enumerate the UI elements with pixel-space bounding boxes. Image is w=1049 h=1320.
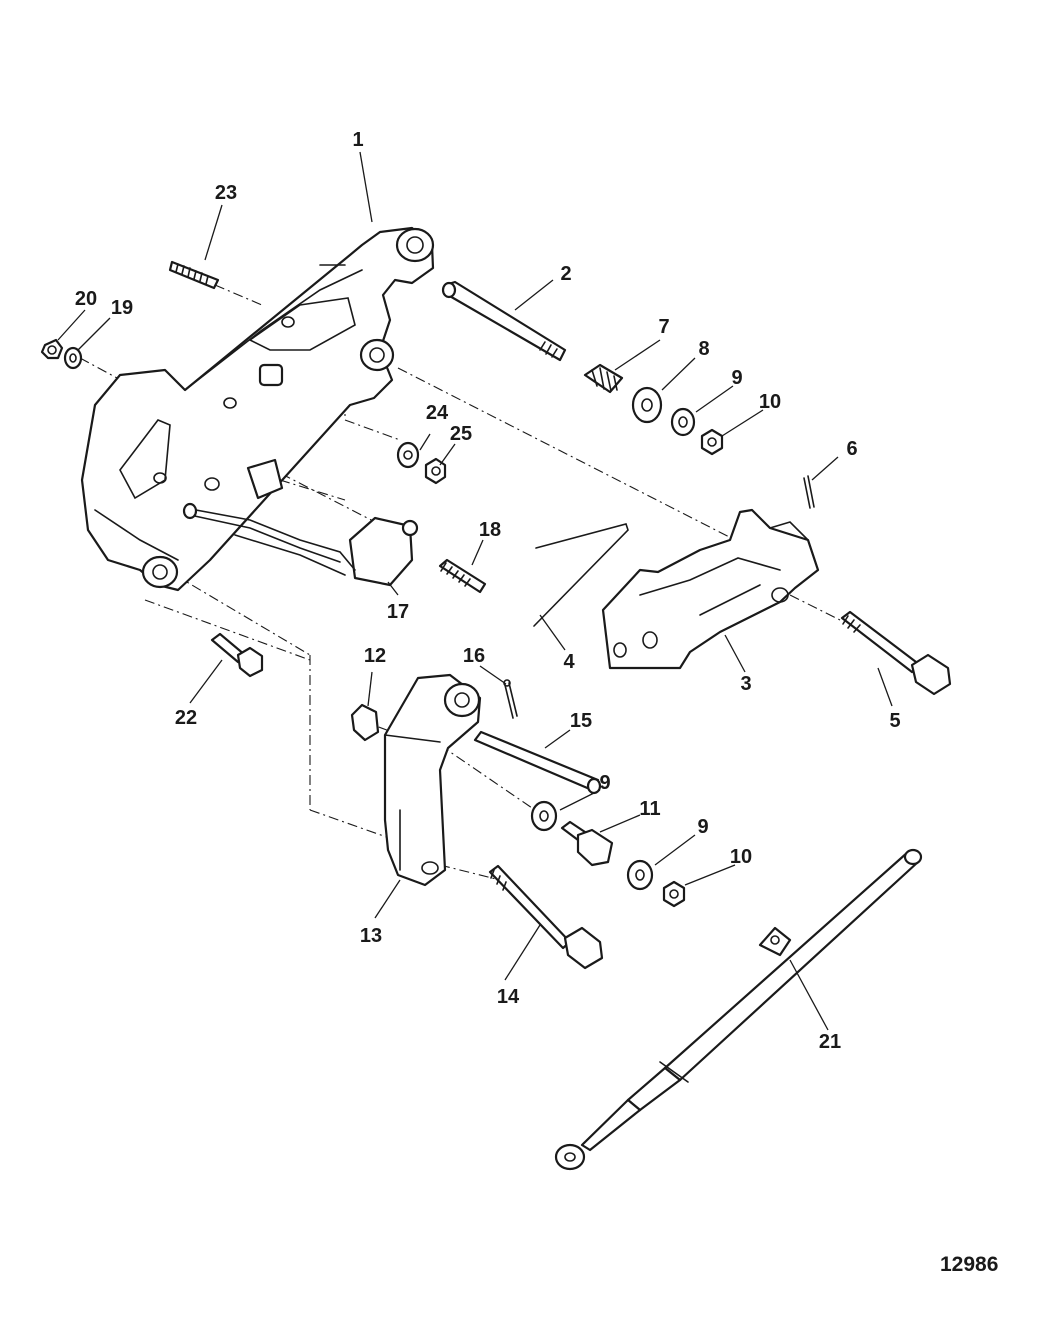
pin-part-16 bbox=[503, 679, 518, 719]
callout-5: 5 bbox=[889, 710, 900, 732]
washer-part-9-upper bbox=[670, 407, 696, 437]
spring-part-7 bbox=[583, 363, 624, 394]
nut-part-10-upper bbox=[700, 428, 724, 456]
switch-part-17 bbox=[182, 502, 419, 587]
callout-10-upper: 10 bbox=[759, 391, 781, 413]
lever-part-3 bbox=[601, 508, 820, 670]
callout-1: 1 bbox=[352, 129, 363, 151]
arm-part-13 bbox=[383, 673, 482, 887]
stud-part-11 bbox=[560, 820, 614, 867]
callout-13: 13 bbox=[360, 925, 382, 947]
bolt-part-14 bbox=[488, 864, 604, 970]
washer-part-8 bbox=[631, 386, 663, 424]
callout-22: 22 bbox=[175, 707, 197, 729]
callout-6: 6 bbox=[846, 438, 857, 460]
nut-part-10-lower bbox=[662, 880, 686, 908]
callout-2: 2 bbox=[560, 263, 571, 285]
callout-9-upper: 9 bbox=[731, 367, 742, 389]
callout-16: 16 bbox=[463, 645, 485, 667]
clip-part-12 bbox=[350, 703, 380, 742]
pin-part-15 bbox=[473, 730, 602, 795]
callout-7: 7 bbox=[658, 316, 669, 338]
washer-part-9-mid bbox=[530, 800, 558, 832]
washer-part-9-lower bbox=[626, 859, 654, 891]
washer-part-19 bbox=[63, 346, 83, 370]
leader-lines bbox=[57, 151, 893, 1031]
callout-24: 24 bbox=[426, 402, 449, 424]
stud-part-23 bbox=[168, 260, 220, 290]
callout-17: 17 bbox=[387, 601, 409, 623]
callout-18: 18 bbox=[479, 519, 501, 541]
callout-19: 19 bbox=[111, 297, 133, 319]
callout-labels: 1 2 3 4 5 6 7 8 9 10 9 11 9 10 12 13 14 … bbox=[75, 129, 901, 1053]
callout-3: 3 bbox=[740, 673, 751, 695]
bolt-part-22 bbox=[210, 632, 264, 678]
callout-4: 4 bbox=[563, 651, 575, 673]
rod-part-21 bbox=[554, 848, 923, 1171]
cotter-pin-part-6 bbox=[803, 475, 815, 509]
bolt-part-5 bbox=[840, 610, 952, 696]
callout-12: 12 bbox=[364, 645, 386, 667]
wire-part-4 bbox=[533, 523, 629, 627]
callout-9-mid: 9 bbox=[599, 772, 610, 794]
callout-9-lower: 9 bbox=[697, 816, 708, 838]
callout-21: 21 bbox=[819, 1031, 841, 1053]
callout-8: 8 bbox=[698, 338, 709, 360]
screw-part-18 bbox=[438, 558, 487, 594]
callout-20: 20 bbox=[75, 288, 97, 310]
callout-14: 14 bbox=[497, 986, 520, 1008]
main-bracket-part-1 bbox=[80, 226, 435, 592]
callout-11: 11 bbox=[639, 798, 660, 820]
callout-23: 23 bbox=[215, 182, 237, 204]
figure-number: 12986 bbox=[940, 1253, 999, 1276]
callout-10-lower: 10 bbox=[730, 846, 752, 868]
callout-15: 15 bbox=[570, 710, 592, 732]
nut-part-20 bbox=[40, 338, 64, 360]
washer-part-24 bbox=[396, 441, 420, 469]
callout-25: 25 bbox=[450, 423, 472, 445]
pin-part-2 bbox=[441, 280, 567, 362]
